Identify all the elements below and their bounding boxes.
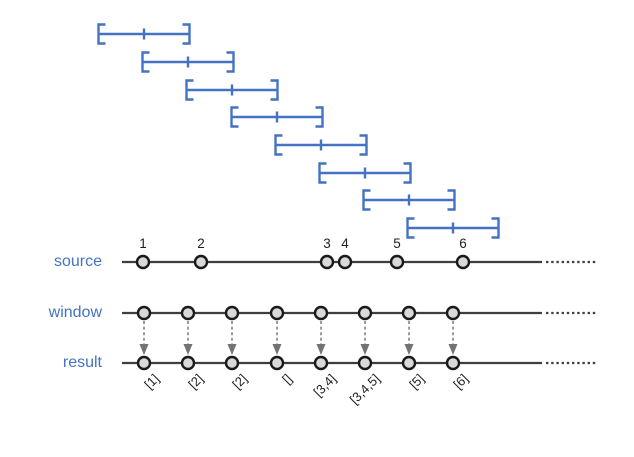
source-event-number: 3 (323, 236, 331, 251)
result-row-label: result (62, 354, 102, 371)
source-event-number: 4 (341, 236, 349, 251)
arrowhead-icon (227, 344, 237, 355)
arrowhead-icon (316, 344, 326, 355)
result-marble-4 (269, 355, 285, 371)
source-event-marble-6 (455, 254, 471, 270)
window-emission-marble-8 (445, 305, 461, 321)
window-emission-marble-2 (180, 305, 196, 321)
window-emission-marble-5 (313, 305, 329, 321)
arrowhead-icon (404, 344, 414, 355)
result-marble-5 (313, 355, 329, 371)
source-row-label: source (53, 253, 102, 270)
window-interval-bracket-2 (141, 51, 235, 73)
window-interval-bracket-5 (274, 134, 368, 156)
arrowhead-icon (360, 344, 370, 355)
window-emission-marble-6 (357, 305, 373, 321)
window-interval-bracket-8 (406, 217, 500, 239)
source-event-number: 2 (197, 236, 205, 251)
window-interval-bracket-7 (362, 189, 456, 211)
source-event-marble-2 (193, 254, 209, 270)
arrowhead-icon (183, 344, 193, 355)
source-event-marble-3 (319, 254, 335, 270)
source-event-number: 6 (459, 236, 467, 251)
window-interval-bracket-6 (318, 162, 412, 184)
arrowhead-icon (139, 344, 149, 355)
window-emission-marble-3 (224, 305, 240, 321)
window-emission-marble-1 (136, 305, 152, 321)
result-marble-7 (401, 355, 417, 371)
window-interval-bracket-3 (185, 79, 279, 101)
source-event-marble-4 (337, 254, 353, 270)
result-marble-1 (136, 355, 152, 371)
arrowhead-icon (448, 344, 458, 355)
arrowhead-icon (272, 344, 282, 355)
window-emission-marble-4 (269, 305, 285, 321)
source-event-number: 1 (139, 236, 147, 251)
source-event-number: 5 (393, 236, 401, 251)
window-interval-bracket-1 (97, 23, 191, 45)
result-marble-6 (357, 355, 373, 371)
window-row-label: window (48, 304, 102, 321)
result-marble-3 (224, 355, 240, 371)
window-interval-bracket-4 (230, 106, 324, 128)
window-emission-marble-7 (401, 305, 417, 321)
result-marble-2 (180, 355, 196, 371)
source-event-marble-1 (135, 254, 151, 270)
result-marble-8 (445, 355, 461, 371)
source-event-marble-5 (389, 254, 405, 270)
